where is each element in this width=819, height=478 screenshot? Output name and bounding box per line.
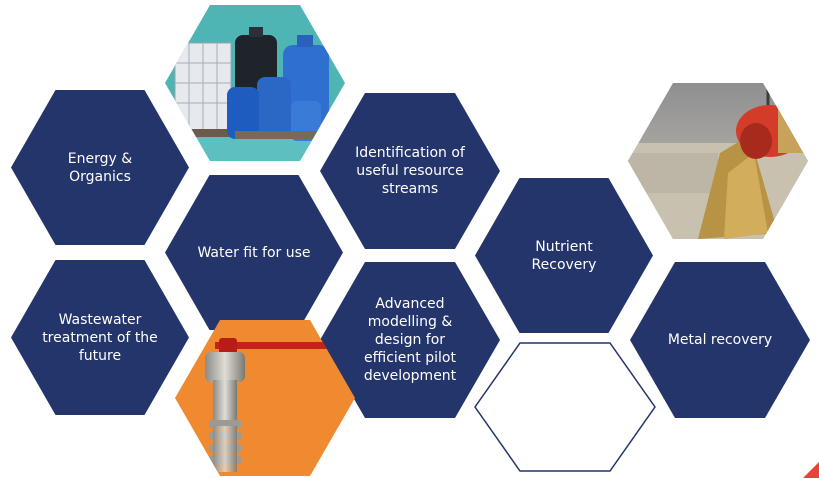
- hex-water-fit-for-use: Water fit for use: [165, 175, 343, 330]
- hex-water-fit-for-use-label: Water fit for use: [197, 244, 311, 261]
- hex-metal-recovery-label: Metal recovery: [667, 332, 773, 348]
- hex-empty-outline: [474, 342, 656, 472]
- hex-wastewater-treatment: Wastewater treatment of the future: [11, 260, 189, 415]
- water-tanks-photo: [165, 5, 345, 161]
- hex-energy-organics-label: Energy & Organics: [67, 150, 133, 185]
- hex-wastewater-label: Wastewater treatment of the future: [42, 311, 158, 364]
- hex-nutrient-recovery-label: Nutrient Recovery: [531, 238, 597, 273]
- hex-nutrient-recovery: Nutrient Recovery: [475, 178, 653, 333]
- water-tap-photo: [175, 320, 355, 476]
- hex-advanced-modelling-label: Advanced modelling & design for efficien…: [363, 296, 457, 384]
- hex-identification-label: Identification of useful resource stream…: [355, 145, 465, 197]
- sludge-pouring-photo: [628, 83, 808, 239]
- hex-metal-recovery: Metal recovery: [630, 262, 810, 418]
- hex-identification-resource-streams: Identification of useful resource stream…: [320, 93, 500, 249]
- corner-accent-triangle: [803, 462, 819, 478]
- hex-energy-organics: Energy & Organics: [11, 90, 189, 245]
